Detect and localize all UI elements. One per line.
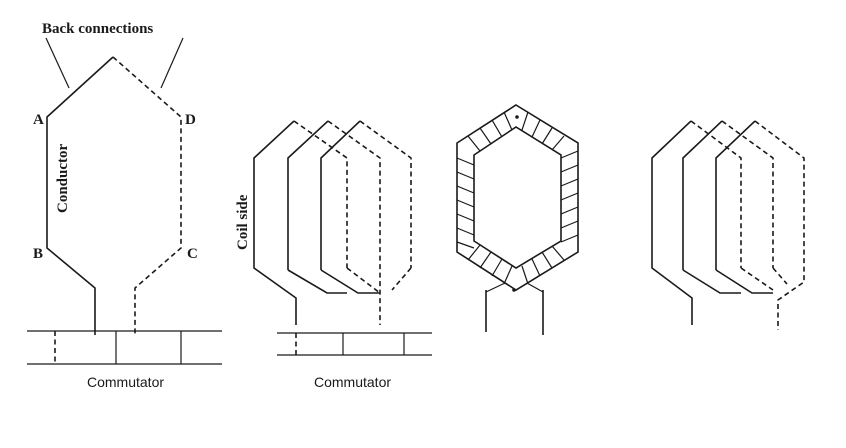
point-b-label: B [33,246,43,262]
coil-4-lower-return-2 [715,269,773,294]
commutator-1 [27,330,222,365]
coil-1-solid [253,120,297,325]
three-coil-diagram: Coil side Commutator [235,120,432,390]
coil-4-lower-return-1 [682,269,741,294]
coil-4-lower-return-3 [740,267,774,291]
point-d-label: D [185,112,196,128]
coil-lead-join-right [526,282,544,293]
coil-4a-solid [651,120,693,325]
coil-2-solid [287,120,329,270]
coil-lower-return-4 [391,267,412,291]
coil-4c-solid [715,120,756,270]
coil-1-dashed [293,120,348,268]
coil-lead-join-left [485,282,506,293]
coil-inner-outline [473,126,562,269]
coil-side-label: Coil side [235,194,251,250]
back-connections-leader-left [45,37,70,89]
coil-4a-dashed [690,120,742,268]
point-c-label: C [187,246,198,262]
coil-3-solid [320,120,361,270]
coil-4-lower-return-4 [772,267,788,285]
coil-top-dot [515,115,519,119]
overlapping-coils-diagram [651,120,805,330]
coil-4c-dashed [754,120,805,330]
coil-outer-outline [456,104,579,291]
back-connections-leader-right [160,37,184,89]
commutator-label-2: Commutator [314,374,391,390]
coil-lower-return-3 [346,267,381,294]
coil-lower-return-1 [287,269,347,294]
commutator-2 [277,332,432,356]
back-connections-label: Back connections [42,21,153,37]
coil-insulation-hatching [456,111,579,285]
coil-lower-return-2 [320,269,380,294]
coil-4b-solid [682,120,723,270]
commutator-label-1: Commutator [87,374,164,390]
point-a-label: A [33,112,44,128]
coil-2-dashed [327,120,381,325]
insulated-coil-diagram [456,104,579,335]
coil-bottom-dot [512,288,516,292]
coil-solid-side [46,56,114,335]
conductor-label: Conductor [55,143,71,213]
coil-3-dashed [359,120,412,268]
coil-dashed-side [112,56,182,335]
coil-4b-dashed [721,120,774,268]
single-coil-diagram: Back connections A D B C Conductor Commu… [27,21,222,390]
